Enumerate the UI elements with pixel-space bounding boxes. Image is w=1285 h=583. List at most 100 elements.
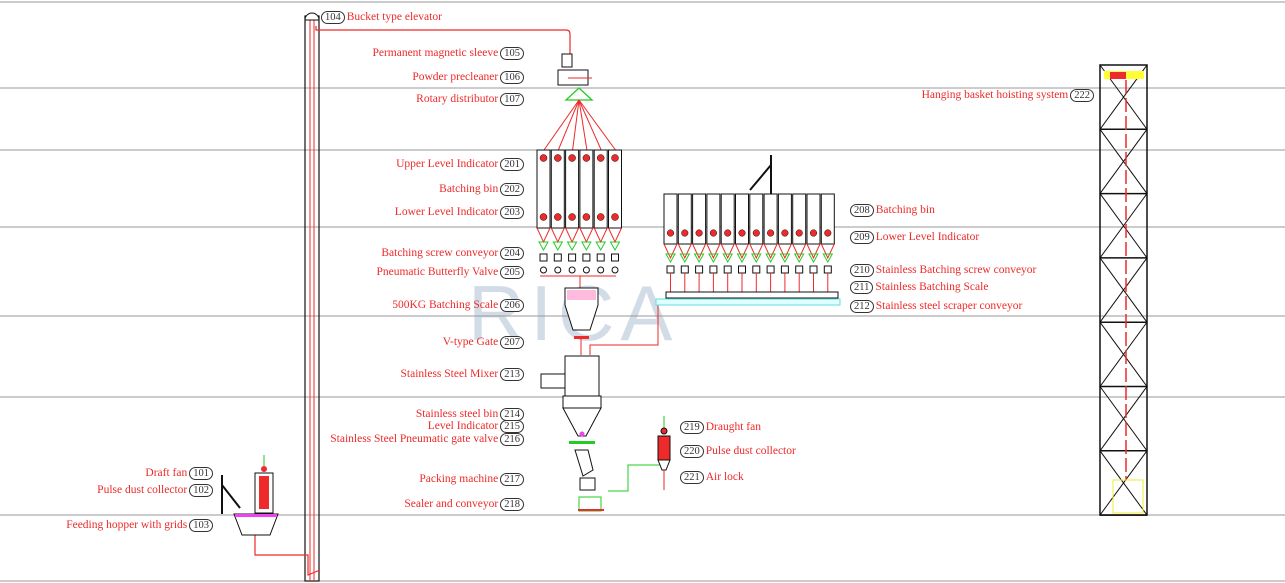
v-type-gate [574, 336, 589, 339]
screw-motor [582, 253, 591, 262]
screw-motor [738, 265, 746, 274]
screw-motor [709, 265, 718, 274]
batching-bin [706, 193, 721, 245]
label-text: Draft fan [145, 467, 188, 479]
tower-brace [1099, 193, 1148, 259]
label-text: Stainless Batching screw conveyor [875, 264, 1037, 276]
screw-conveyor [679, 253, 691, 264]
transfer-pipe [315, 26, 571, 54]
label-text: Stainless Steel Pneumatic gate valve [330, 433, 499, 445]
label-text: Stainless Steel Mixer [400, 368, 499, 380]
distribution-pipe [578, 99, 588, 151]
item-number-badge: 103 [189, 519, 213, 532]
item-number-badge: 105 [500, 47, 524, 60]
lower-level-indicator [824, 229, 832, 237]
screw-conveyor [538, 241, 549, 252]
label-text: Permanent magnetic sleeve [372, 47, 499, 59]
butterfly-valve [540, 266, 547, 274]
item-number-badge: 211 [850, 281, 874, 294]
batching-bin [720, 193, 735, 245]
lower-level-indicator [568, 213, 576, 221]
label-text: Batching screw conveyor [381, 247, 499, 259]
label-text: Stainless steel bin [415, 408, 499, 420]
butterfly-valve [582, 266, 590, 274]
draft-fan [261, 466, 267, 472]
lower-level-indicator [582, 213, 591, 221]
item-number-badge: 222 [1070, 89, 1094, 102]
screw-motor [539, 253, 548, 262]
lower-level-indicator [738, 229, 746, 237]
distribution-pipe [578, 99, 602, 151]
dust-pipe [608, 464, 660, 492]
lower-level-indicator [554, 213, 562, 221]
label-text: Batching bin [439, 183, 499, 195]
stainless-steel-mixer [564, 355, 600, 397]
bin-cone [706, 243, 721, 260]
item-number-badge: 203 [500, 206, 524, 219]
screw-conveyor [765, 253, 776, 264]
bin-cone [608, 227, 622, 244]
batching-bin [579, 149, 594, 229]
screw-motor [809, 265, 818, 274]
butterfly-valve [597, 266, 605, 274]
bucket-elevator [304, 15, 320, 582]
filter-bags [259, 476, 269, 509]
butterfly-valve [611, 266, 619, 274]
upper-level-indicator [539, 154, 548, 162]
screw-motor [553, 253, 562, 262]
screw-conveyor [708, 253, 719, 264]
label-text: Lower Level Indicator [394, 206, 499, 218]
screw-conveyor [822, 253, 834, 264]
tower-brace [1099, 386, 1148, 452]
screw-conveyor [566, 241, 578, 252]
screw-motor [568, 253, 577, 262]
label-text: Draught fan [705, 421, 761, 433]
item-number-badge: 205 [500, 266, 524, 279]
screw-conveyor [808, 253, 819, 264]
lower-level-indicator [781, 229, 789, 237]
item-number-badge: 218 [500, 498, 524, 511]
item-number-badge: 107 [500, 93, 524, 106]
batching-bin [806, 193, 821, 245]
lower-level-indicator [767, 229, 775, 237]
lower-level-indicator [681, 229, 689, 237]
stainless-batching-scale [665, 291, 839, 299]
item-number-badge: 101 [189, 467, 213, 480]
label-text: Feeding hopper with grids [66, 519, 188, 531]
bin-cone [806, 243, 821, 260]
screw-motor [695, 265, 704, 274]
item-number-badge: 212 [850, 300, 874, 313]
batching-bin [777, 193, 792, 245]
screw-motor [752, 265, 761, 274]
label-text: Packing machine [419, 473, 499, 485]
pneumatic-gate-valve [569, 441, 595, 444]
item-number-badge: 213 [500, 368, 524, 381]
label-text: Batching bin [875, 204, 935, 216]
worker-figure [749, 155, 772, 194]
bin-cone [677, 243, 692, 260]
item-number-badge: 219 [680, 421, 704, 434]
label-text: V-type Gate [442, 336, 499, 348]
bin-cone [735, 243, 749, 260]
bin-cone [763, 243, 778, 260]
label-text: Pulse dust collector [705, 445, 796, 457]
screw-conveyor [779, 253, 791, 264]
screw-motor [666, 265, 675, 274]
item-number-badge: 209 [850, 231, 874, 244]
stainless-steel-bin [562, 407, 602, 437]
butterfly-valve [568, 266, 576, 274]
